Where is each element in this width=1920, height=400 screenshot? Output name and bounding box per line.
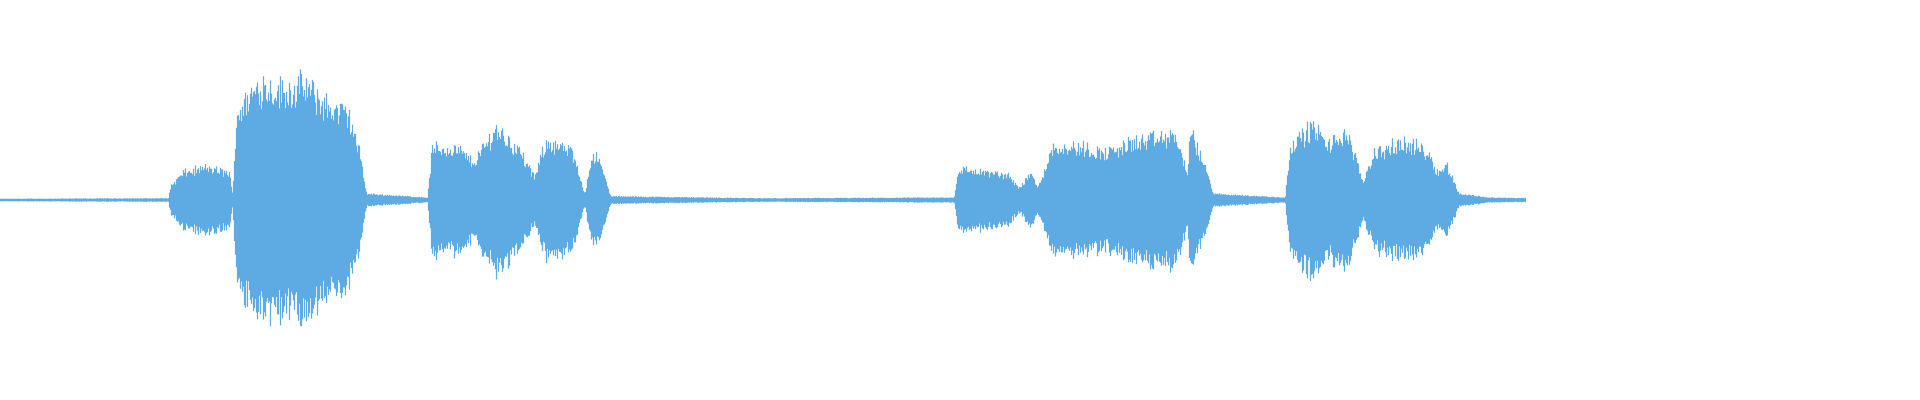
waveform-signal	[0, 69, 1527, 327]
